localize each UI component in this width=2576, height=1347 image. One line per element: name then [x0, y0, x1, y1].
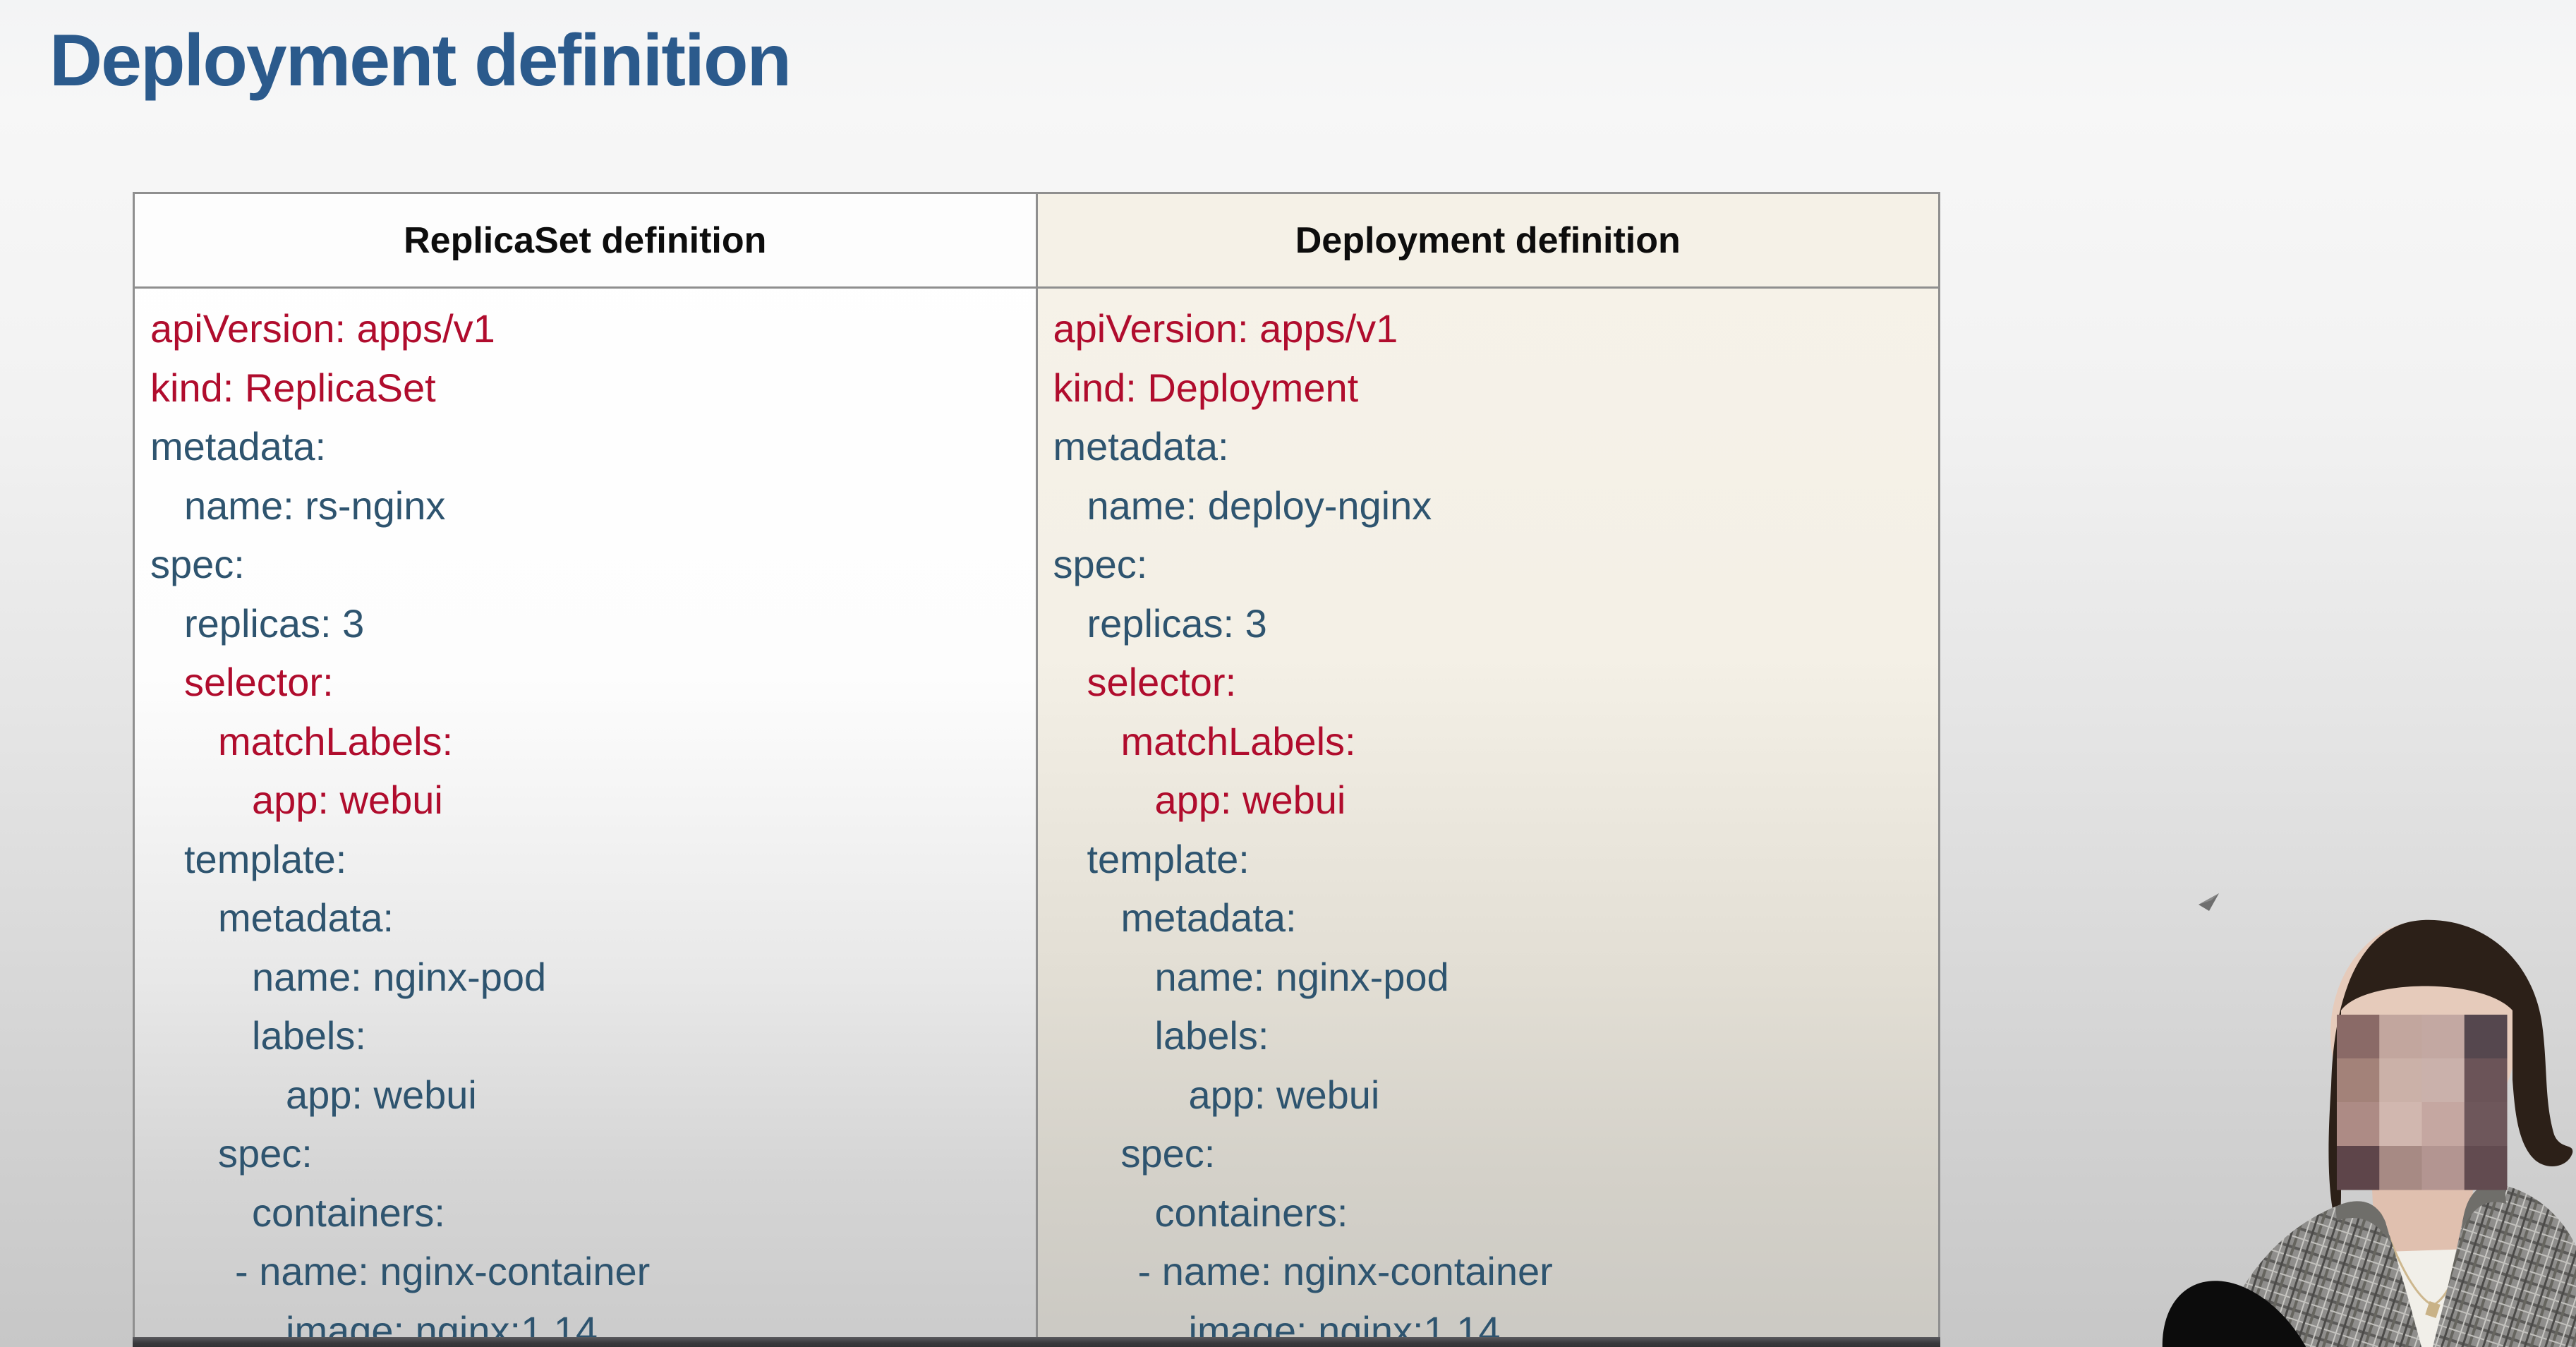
yaml-line: apiVersion: apps/v1: [1053, 306, 1398, 351]
blazer-lapel-right: [2461, 1183, 2506, 1233]
yaml-line: name: rs-nginx: [184, 483, 446, 528]
yaml-line: apiVersion: apps/v1: [150, 306, 495, 351]
yaml-line: spec:: [1120, 1131, 1216, 1176]
yaml-line: containers:: [1154, 1190, 1348, 1235]
yaml-line: metadata:: [150, 424, 327, 469]
yaml-line: matchLabels:: [218, 718, 454, 763]
face-mosaic: [2337, 1015, 2508, 1190]
yaml-line: labels:: [252, 1013, 366, 1058]
yaml-line: - name: nginx-container: [235, 1249, 651, 1293]
table-bottom-edge: [133, 1337, 1940, 1347]
yaml-line: matchLabels:: [1120, 718, 1356, 763]
cursor-icon: [2199, 893, 2219, 911]
yaml-line: kind: Deployment: [1053, 365, 1359, 410]
yaml-line: metadata:: [218, 895, 394, 940]
yaml-line: replicas: 3: [184, 600, 365, 646]
yaml-line: spec:: [218, 1131, 313, 1176]
blazer-right: [2433, 1183, 2576, 1347]
yaml-line: template:: [1087, 836, 1250, 881]
replicaset-column-header: ReplicaSet definition: [135, 194, 1036, 289]
yaml-line: app: webui: [252, 778, 443, 822]
deployment-column-header: Deployment definition: [1037, 194, 1938, 289]
yaml-body: apiVersion: apps/v1 kind: ReplicaSet metad…: [135, 289, 1036, 1347]
yaml-line: app: webui: [286, 1072, 477, 1117]
yaml-line: template:: [184, 836, 347, 881]
yaml-line: metadata:: [1053, 424, 1229, 469]
yaml-line: name: deploy-nginx: [1087, 483, 1432, 528]
yaml-line: app: webui: [1188, 1072, 1380, 1117]
yaml-body: apiVersion: apps/v1 kind: Deployment metad…: [1038, 289, 1939, 1347]
yaml-line: selector:: [184, 660, 334, 704]
yaml-line: selector:: [1087, 660, 1237, 704]
yaml-line: app: webui: [1154, 778, 1346, 822]
necklace-pendant: [2425, 1301, 2441, 1318]
yaml-line: spec:: [150, 542, 245, 586]
yaml-line: spec:: [1053, 542, 1148, 586]
microphone: [2162, 1281, 2326, 1347]
webcam-overlay: [2162, 919, 2576, 1347]
yaml-line: name: nginx-pod: [252, 954, 547, 999]
yaml-line: kind: ReplicaSet: [150, 365, 436, 410]
yaml-line: - name: nginx-container: [1137, 1249, 1553, 1293]
yaml-line: containers:: [252, 1190, 445, 1235]
replicaset-column: ReplicaSet definition apiVersion: apps/v…: [135, 194, 1036, 1347]
blazer-lapel-left: [2335, 1201, 2392, 1245]
yaml-line: replicas: 3: [1087, 600, 1267, 646]
deployment-column: Deployment definition apiVersion: apps/v…: [1035, 194, 1939, 1347]
yaml-line: labels:: [1154, 1013, 1269, 1058]
yaml-line: name: nginx-pod: [1154, 954, 1449, 999]
comparison-table: ReplicaSet definition apiVersion: apps/v…: [133, 192, 1940, 1347]
yaml-line: metadata:: [1120, 895, 1297, 940]
page-title: Deployment definition: [49, 20, 792, 102]
presenter-hair: [2328, 919, 2573, 1228]
